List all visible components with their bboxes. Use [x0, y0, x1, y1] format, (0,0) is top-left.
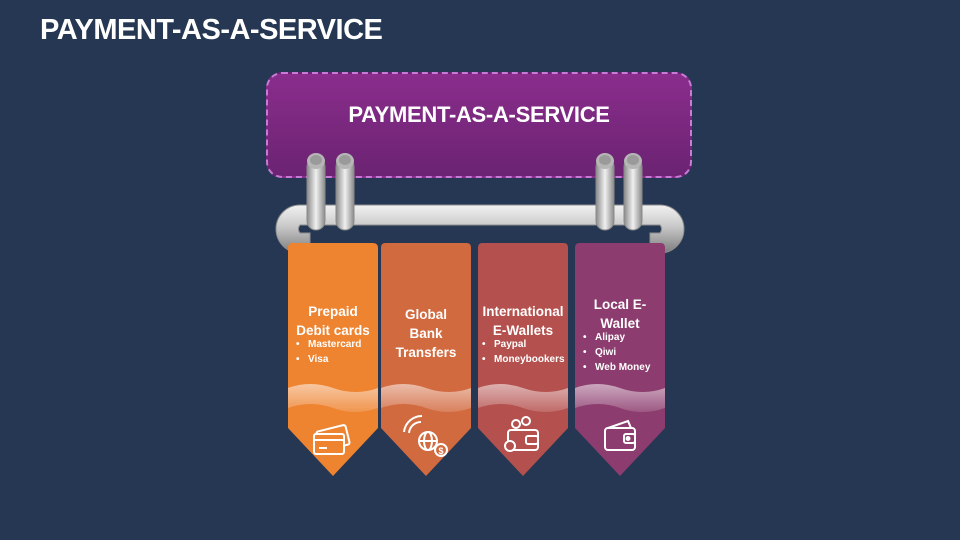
bullet-item: Paypal: [482, 337, 565, 352]
bullet-item: Qiwi: [583, 345, 650, 360]
bullet-item: Alipay: [583, 330, 650, 345]
card-bullets-international-e-wallets: Paypal Moneybookers: [482, 337, 565, 367]
bullet-item: Visa: [296, 352, 361, 367]
card-global-bank-transfers: $: [381, 243, 471, 476]
hanger-rings: [306, 153, 643, 231]
global-transfer-icon: $: [403, 414, 448, 457]
card-title-line: Debit cards: [296, 323, 370, 338]
card-title-line: Local E-: [593, 297, 647, 312]
bullet-item: Mastercard: [296, 337, 361, 352]
card-bullets-prepaid-debit: Mastercard Visa: [296, 337, 361, 367]
card-title-line: International: [482, 304, 564, 319]
money-wallet-icon: [504, 416, 539, 452]
card-title-international-e-wallets: International E-Wallets: [476, 302, 570, 340]
card-title-global-bank-transfers: Global Bank Transfers: [381, 305, 471, 362]
slide-title: PAYMENT-AS-A-SERVICE: [40, 14, 383, 46]
bullet-item: Web Money: [583, 360, 650, 375]
card-title-line: Bank: [409, 326, 443, 341]
card-title-line: E-Wallets: [492, 323, 554, 338]
hanger-bar: [275, 204, 685, 254]
card-title-local-e-wallet: Local E- Wallet: [575, 295, 665, 333]
card-title-prepaid-debit: Prepaid Debit cards: [288, 302, 378, 340]
card-title-line: Prepaid: [308, 304, 358, 319]
credit-cards-icon: [313, 424, 351, 455]
card-bullets-local-e-wallet: Alipay Qiwi Web Money: [583, 330, 650, 375]
wallet-icon: [604, 419, 636, 451]
bullet-item: Moneybookers: [482, 352, 565, 367]
card-title-line: Global: [404, 307, 447, 322]
card-title-line: Transfers: [395, 345, 457, 360]
card-title-line: Wallet: [600, 316, 640, 331]
svg-text:$: $: [438, 446, 443, 456]
header-title: PAYMENT-AS-A-SERVICE: [348, 102, 610, 127]
